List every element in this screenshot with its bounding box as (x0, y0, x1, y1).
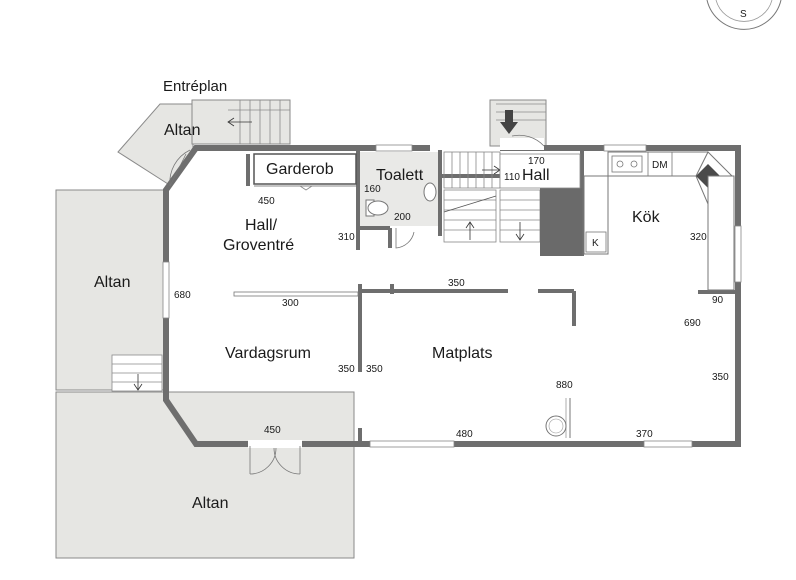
dim-bottom-450: 450 (264, 425, 281, 436)
terrace-bottom (55, 391, 355, 559)
dim-hall-170: 170 (528, 156, 545, 167)
room-features (233, 291, 571, 438)
hall-box (499, 153, 581, 189)
terraces (55, 99, 547, 559)
interior-stairs (443, 151, 541, 243)
garderob (253, 153, 357, 191)
room-label-matplats: Matplats (432, 345, 492, 362)
outside-stairs (111, 100, 546, 392)
kitchen-dishwasher-label: DM (652, 160, 668, 171)
windows (162, 144, 742, 448)
room-label-hall: Hall (522, 167, 550, 184)
dim-350-left: 350 (338, 364, 355, 375)
compass: S (706, 0, 782, 30)
entrance-arrow-icon (500, 110, 518, 134)
toalett (360, 152, 438, 249)
floor-label: Entréplan (163, 78, 227, 95)
stair-core (540, 188, 582, 256)
kitchen-fixtures (583, 151, 735, 291)
room-label-toalett: Toalett (376, 167, 424, 184)
dim-880: 880 (556, 380, 573, 391)
patio-doors (248, 440, 302, 475)
compass-south-label: S (740, 9, 747, 20)
dim-toalett-160: 160 (364, 184, 381, 195)
kitchen-fridge-label: K (592, 238, 599, 249)
dim-kok-320: 320 (690, 232, 707, 243)
room-label-garderob: Garderob (266, 161, 334, 178)
dim-90: 90 (712, 295, 724, 306)
dimension-labels: 450 160 200 310 170 110 320 680 300 350 … (174, 156, 729, 440)
dim-690: 690 (684, 318, 701, 329)
room-label-altan-left: Altan (94, 274, 130, 291)
room-label-hall-groventre-2: Groventré (223, 237, 294, 254)
dim-mid-350: 350 (448, 278, 465, 289)
interior-walls (246, 150, 738, 444)
dim-toalett-200: 200 (394, 212, 411, 223)
room-label-altan-bottom: Altan (192, 495, 228, 512)
dim-hall-width: 450 (258, 196, 275, 207)
dim-hall-110: 110 (504, 172, 520, 183)
room-label-altan-top: Altan (164, 122, 200, 139)
dim-350-right: 350 (366, 364, 383, 375)
entrance-door-top (169, 134, 545, 187)
dim-west-680: 680 (174, 290, 191, 301)
room-label-kok: Kök (632, 209, 661, 226)
dim-300: 300 (282, 298, 299, 309)
dim-east-350: 350 (712, 372, 729, 383)
dim-bottom-480: 480 (456, 429, 473, 440)
dim-310: 310 (338, 232, 355, 243)
room-label-hall-groventre-1: Hall/ (245, 217, 278, 234)
dim-bottom-370: 370 (636, 429, 653, 440)
room-label-vardagsrum: Vardagsrum (225, 345, 311, 362)
